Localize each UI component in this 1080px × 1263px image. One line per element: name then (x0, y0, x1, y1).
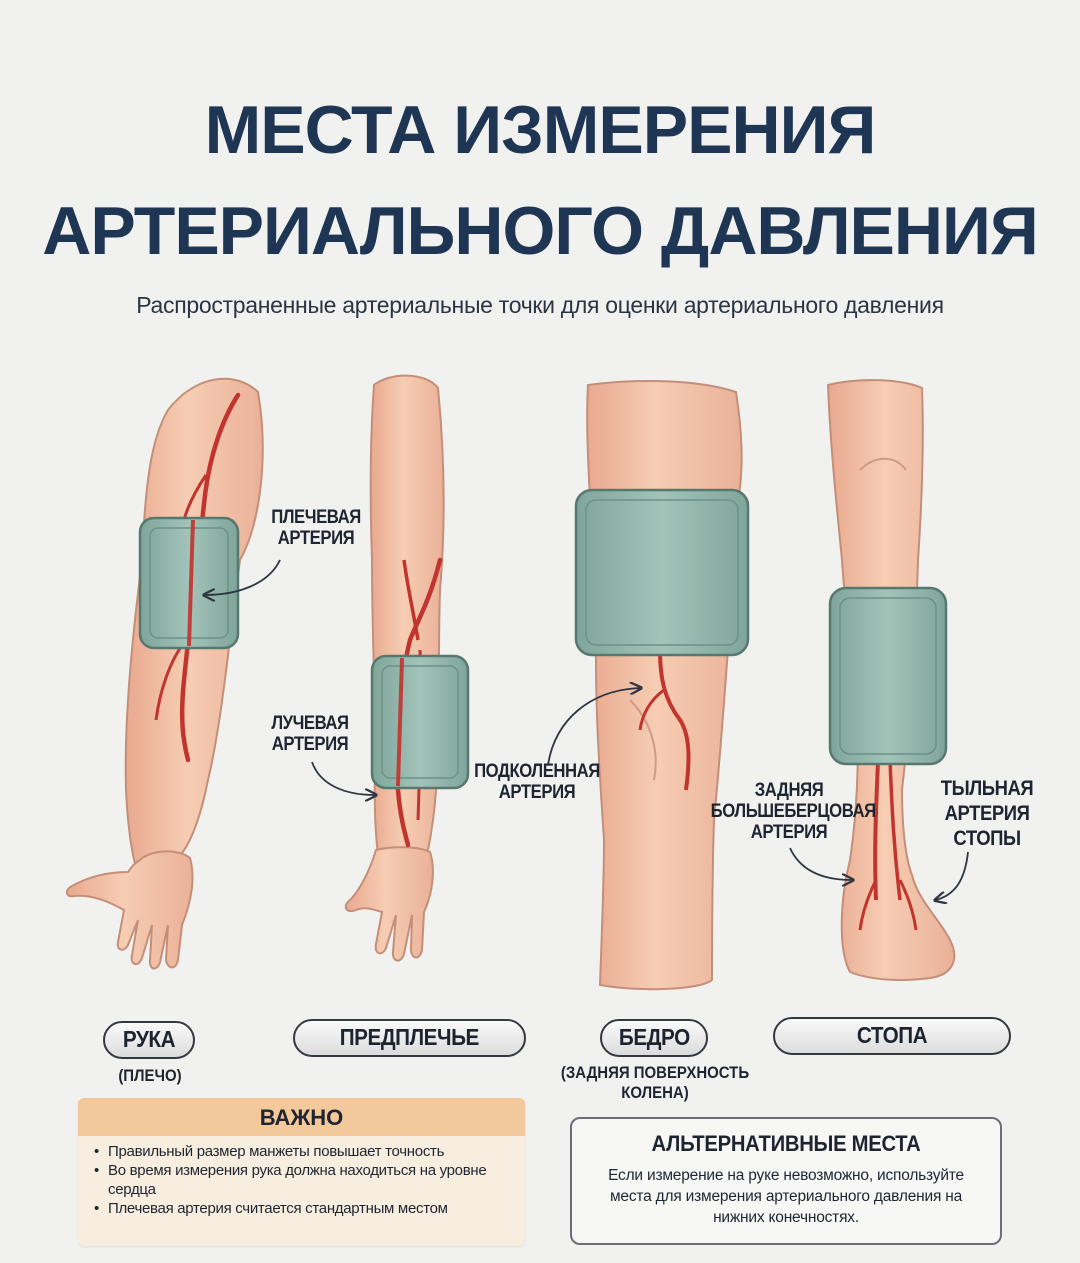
cuff-lower-leg (828, 586, 948, 766)
site-pill-thigh: БЕДРО (600, 1019, 708, 1057)
important-item: Плечевая артерия считается стандартным м… (94, 1199, 515, 1218)
hand-illustration (344, 846, 434, 962)
cuff-forearm (370, 654, 470, 790)
important-item: Правильный размер манжеты повышает точно… (94, 1142, 515, 1161)
arrow-posterior-tibial (789, 847, 852, 880)
site-pill-foot: СТОПА (773, 1017, 1011, 1055)
page-title-line-1: МЕСТА ИЗМЕРЕНИЯ (204, 92, 877, 168)
important-item: Во время измерения рука должна находитьс… (94, 1161, 515, 1199)
alternative-box: АЛЬТЕРНАТИВНЫЕ МЕСТА Если измерение на р… (570, 1117, 1002, 1245)
limbs-illustration (66, 374, 969, 991)
thigh-illustration (574, 379, 750, 991)
page-title-line-2: АРТЕРИАЛЬНОГО ДАВЛЕНИЯ (42, 193, 1039, 269)
important-box: ВАЖНО Правильный размер манжеты повышает… (78, 1098, 525, 1246)
important-list: Правильный размер манжеты повышает точно… (78, 1136, 525, 1218)
forearm-illustration (344, 374, 470, 962)
arrow-dorsalis-pedis (936, 851, 969, 900)
alternative-text: Если измерение на руке невозможно, испол… (608, 1167, 964, 1226)
site-note-arm: (ПЛЕЧО) (118, 1066, 182, 1085)
lower-leg-illustration (826, 379, 956, 981)
page-subtitle: Распространенные артериальные точки для … (136, 292, 944, 318)
site-pill-forearm: ПРЕДПЛЕЧЬЕ (293, 1019, 526, 1057)
site-pill-arm: РУКА (103, 1021, 195, 1059)
arrow-radial (311, 761, 375, 795)
arrow-brachial (205, 559, 281, 595)
cuff-thigh (574, 488, 750, 657)
important-title: ВАЖНО (78, 1098, 525, 1136)
hand-illustration (66, 850, 194, 970)
alternative-title: АЛЬТЕРНАТИВНЫЕ МЕСТА (651, 1131, 921, 1156)
arm-upper-illustration (66, 377, 264, 970)
arrow-popliteal (547, 688, 640, 766)
